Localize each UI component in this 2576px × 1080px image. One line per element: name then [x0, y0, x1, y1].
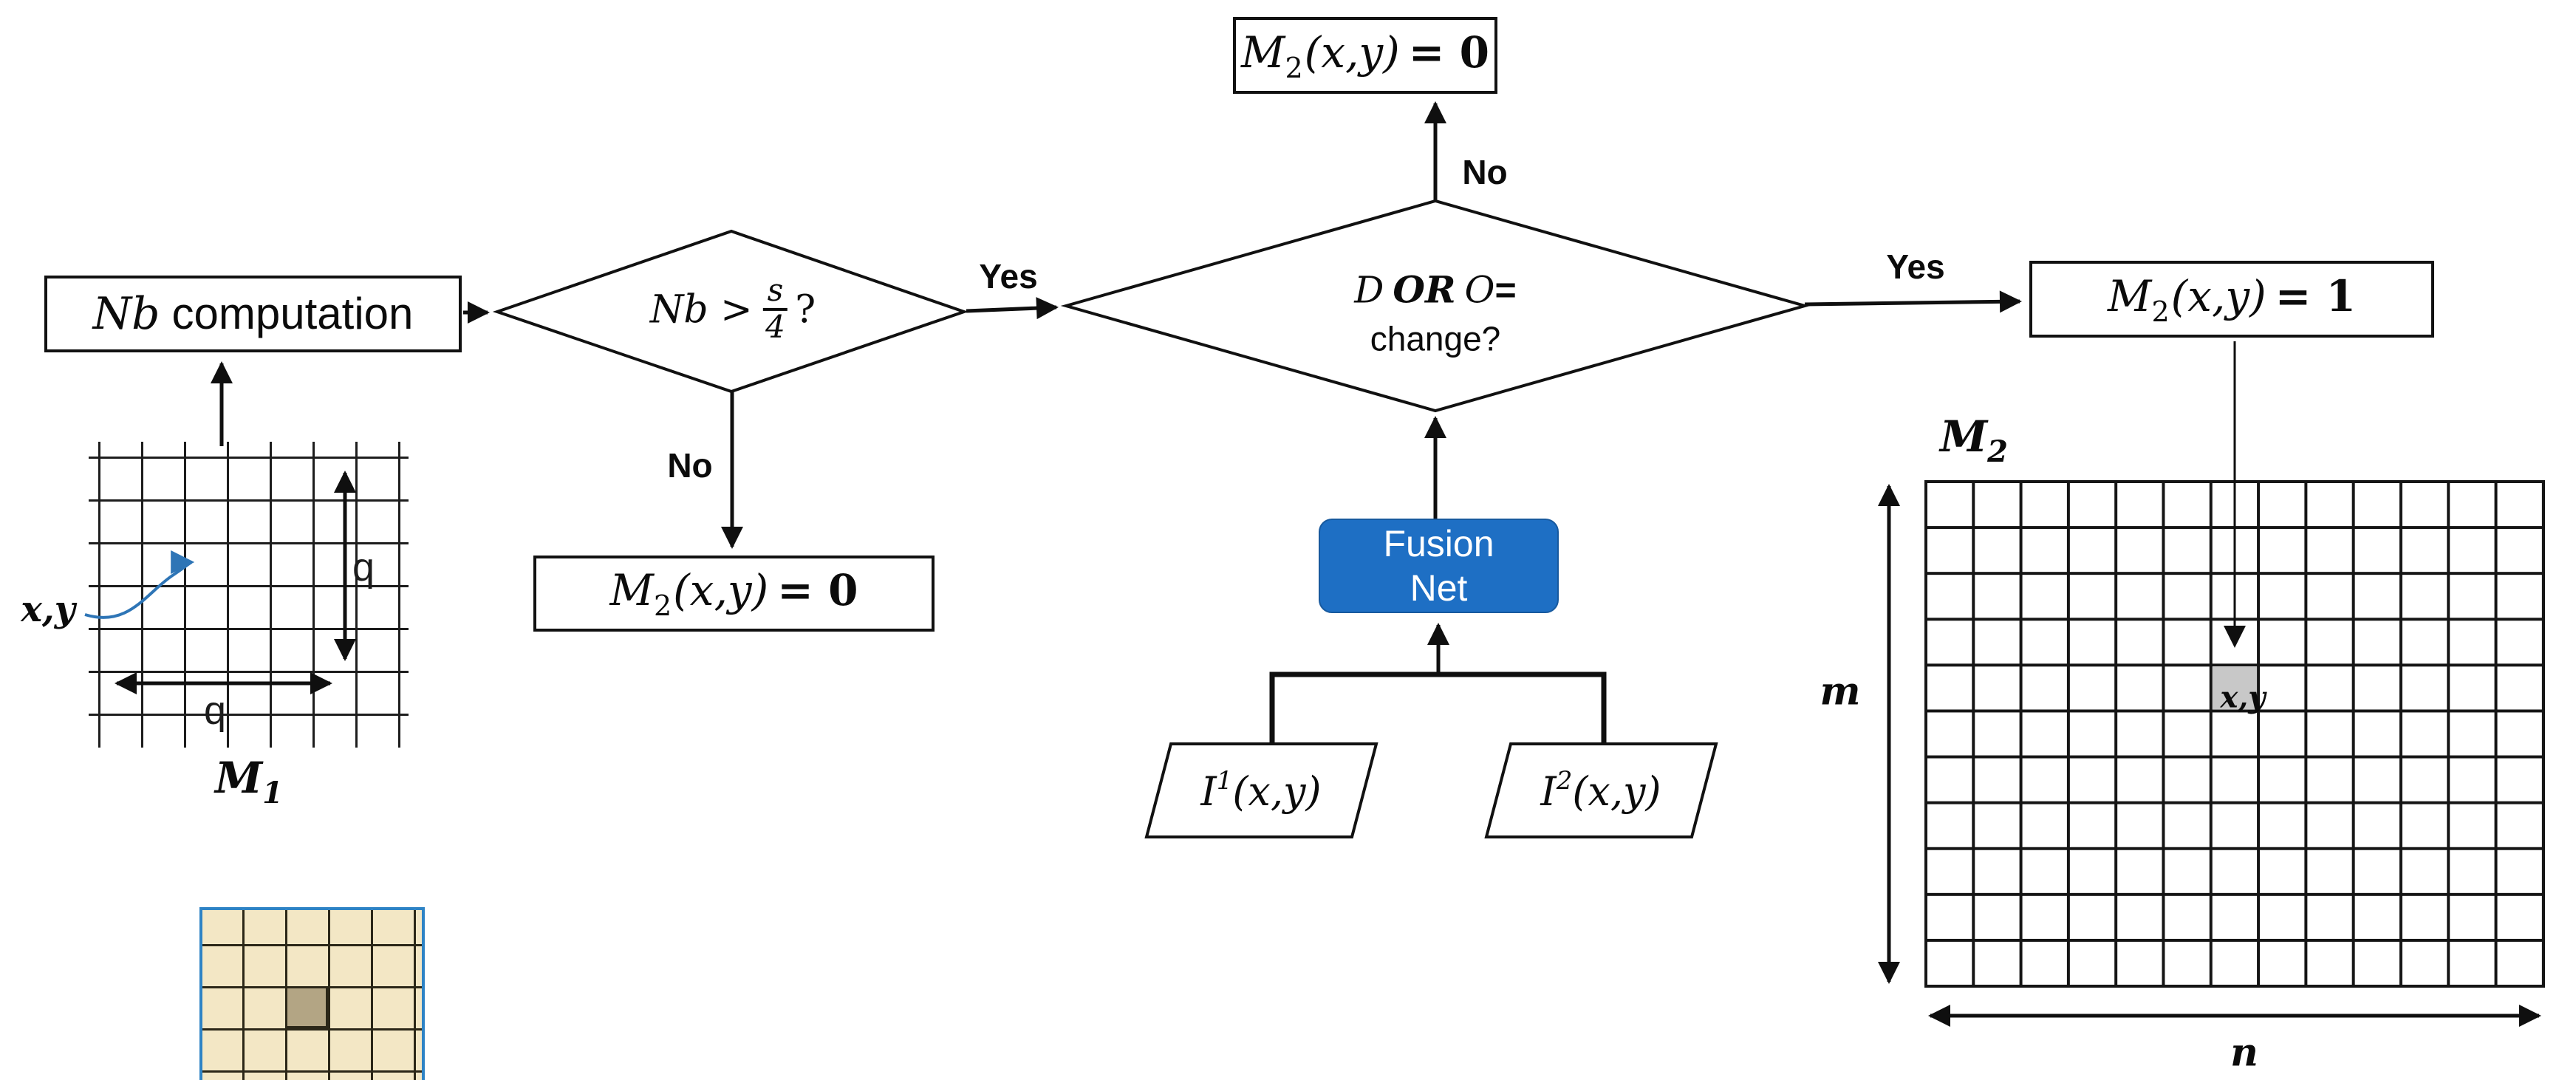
input-i2-text: I2(x,y) [1540, 766, 1661, 815]
m1-highlighted-pixel-cell [285, 986, 328, 1028]
assign-one-box: M2(x,y)= 1 [2029, 261, 2434, 338]
input-i1-parallelogram [1144, 742, 1378, 838]
m1-figure-title: M1 [214, 753, 284, 810]
m2-cols-label: n [2230, 1030, 2258, 1076]
fusion-net-line1: Fusion [1383, 523, 1494, 564]
fusion-net-box: Fusion Net [1319, 519, 1559, 613]
edge-label-yes-nb: Yes [979, 257, 1038, 295]
io-merge-connector [1269, 671, 1607, 742]
input-i1-text: I1(x,y) [1200, 766, 1322, 815]
nb-threshold-decision-diamond [492, 229, 969, 394]
m2-cell-label: x,y [2220, 680, 2266, 715]
input-i2-parallelogram [1484, 742, 1718, 838]
change-decision-diamond [1060, 199, 1811, 413]
m1-neighborhood-window [199, 907, 425, 1080]
change-decision-line2: change? [1370, 319, 1501, 358]
edge-label-no-nb: No [667, 446, 713, 485]
arrow-yes-nb-decision-to-change-decision [966, 297, 1059, 320]
m2-figure-title: M2 [1939, 411, 2009, 469]
pixel-pointer-curve [84, 550, 195, 619]
assign-zero-top-box: M2(x,y)= 0 [1233, 17, 1497, 94]
q-horizontal-label: q [203, 688, 227, 733]
q-vertical-label: q [352, 545, 375, 589]
assign-one-text: M2(x,y)= 1 [2108, 270, 2356, 328]
assign-zero-left-text: M2(x,y)= 0 [609, 565, 858, 622]
arrow-yes-change-decision-to-one-box [1804, 290, 2022, 313]
assign-zero-top-text: M2(x,y)= 0 [1241, 27, 1489, 84]
edge-label-no-change: No [1462, 153, 1508, 191]
fusion-net-line2: Net [1410, 567, 1468, 609]
m1-pixel-label: x,y [21, 589, 75, 630]
m2-rows-label: m [1820, 669, 1861, 714]
assign-zero-left-box: M2(x,y)= 0 [533, 556, 935, 632]
m2-target-pixel-cell [2212, 666, 2257, 710]
edge-label-yes-change: Yes [1886, 247, 1945, 286]
